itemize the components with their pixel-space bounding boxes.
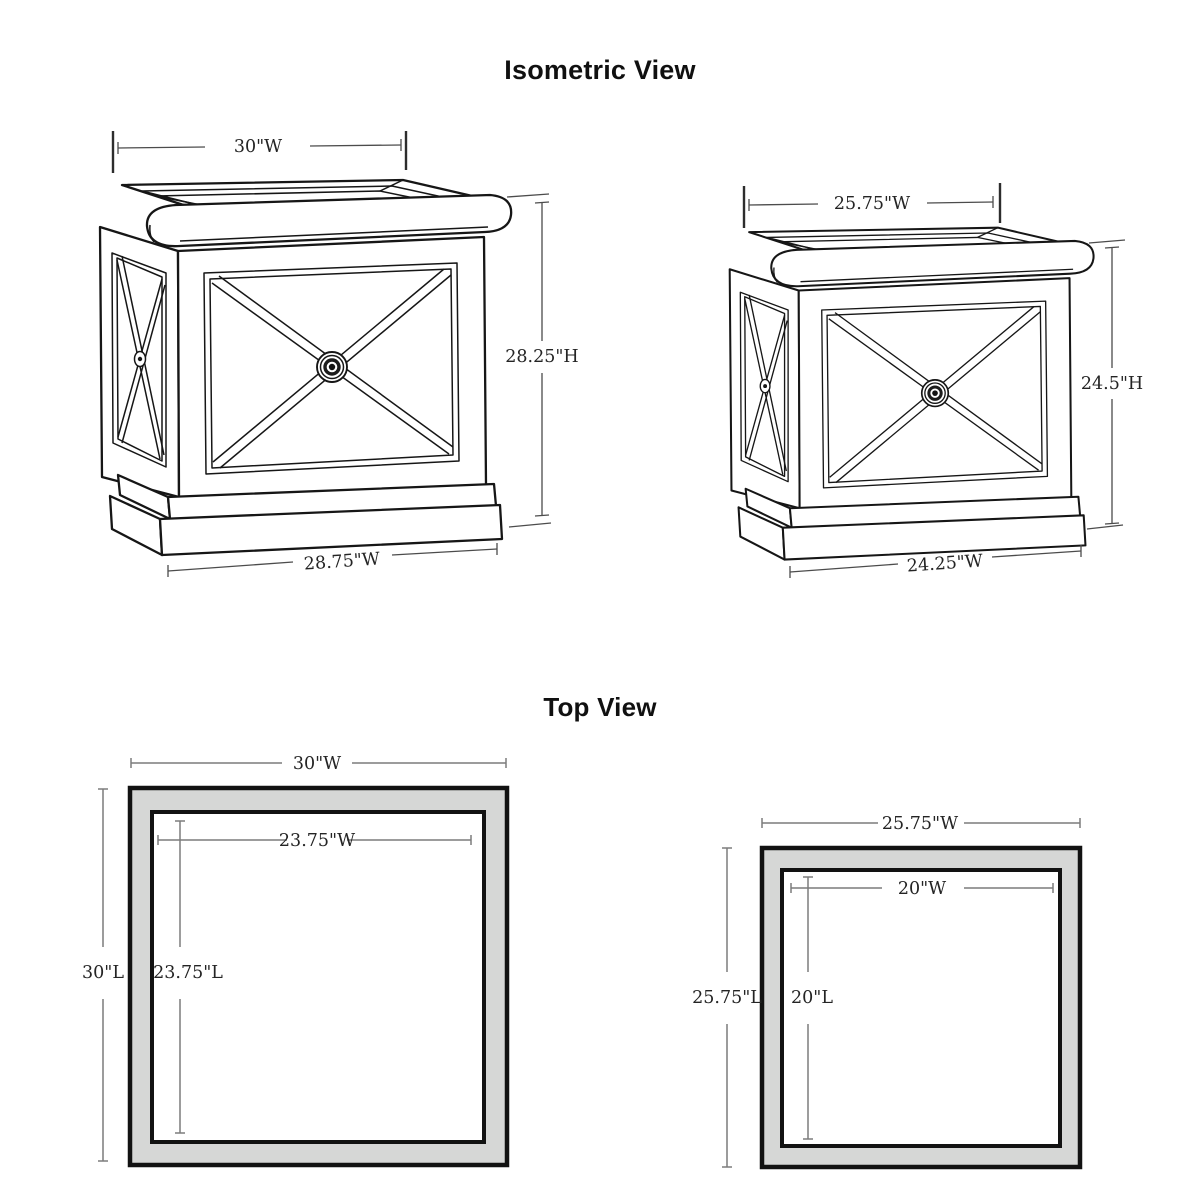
top-view-small-inner-length-dimension: 20"L <box>791 876 833 1140</box>
top-view-large-outer-width-dimension: 30"W <box>130 754 507 774</box>
top-view-title: Top View <box>543 692 657 722</box>
top-view-small-outer-length-dimension: 25.75"L <box>692 847 762 1168</box>
top-view-large-outer-length-dimension: 30"L <box>82 788 124 1162</box>
isometric-large-table-drawing <box>98 178 513 557</box>
large-table-base-width-label: 28.75"W <box>303 549 380 574</box>
top-view-small-outer-width-dimension: 25.75"W <box>761 814 1081 834</box>
small-table-top-width-label: 25.75"W <box>834 194 910 214</box>
top-view-small-outer-width-label: 25.75"W <box>882 814 958 834</box>
small-table-base-width-label: 24.25"W <box>906 551 983 576</box>
large-table-height-label: 28.25"H <box>505 347 578 367</box>
top-view-small-table-drawing <box>759 845 1083 1170</box>
top-view-large-inner-width-dimension: 23.75"W <box>157 831 472 851</box>
top-view-small-inner-length-label: 20"L <box>791 988 833 1008</box>
top-view-large-outer-length-label: 30"L <box>82 963 124 983</box>
small-table-base-width-dimension: 24.25"W <box>789 545 1082 578</box>
top-view-large-inner-length-label: 23.75"L <box>153 963 223 983</box>
large-table-top-width-label: 30"W <box>234 137 282 157</box>
top-view-large-inner-length-dimension: 23.75"L <box>153 820 223 1134</box>
large-table-height-dimension: 28.25"H <box>505 193 579 528</box>
top-view-large-inner-width-label: 23.75"W <box>279 831 355 851</box>
small-table-height-dimension: 24.5"H <box>1081 239 1143 530</box>
top-view-small-inner-width-label: 20"W <box>898 879 946 899</box>
isometric-small-table-drawing <box>728 226 1096 562</box>
small-table-height-label: 24.5"H <box>1081 374 1143 394</box>
large-table-top-width-dimension: 30"W <box>111 131 408 173</box>
small-table-top-width-dimension: 25.75"W <box>742 183 1002 228</box>
top-view-large-outer-width-label: 30"W <box>293 754 341 774</box>
isometric-view-title: Isometric View <box>504 55 696 85</box>
top-view-large-table-drawing <box>127 785 510 1168</box>
top-view-small-inner-width-dimension: 20"W <box>790 879 1054 899</box>
top-view-small-outer-length-label: 25.75"L <box>692 988 762 1008</box>
